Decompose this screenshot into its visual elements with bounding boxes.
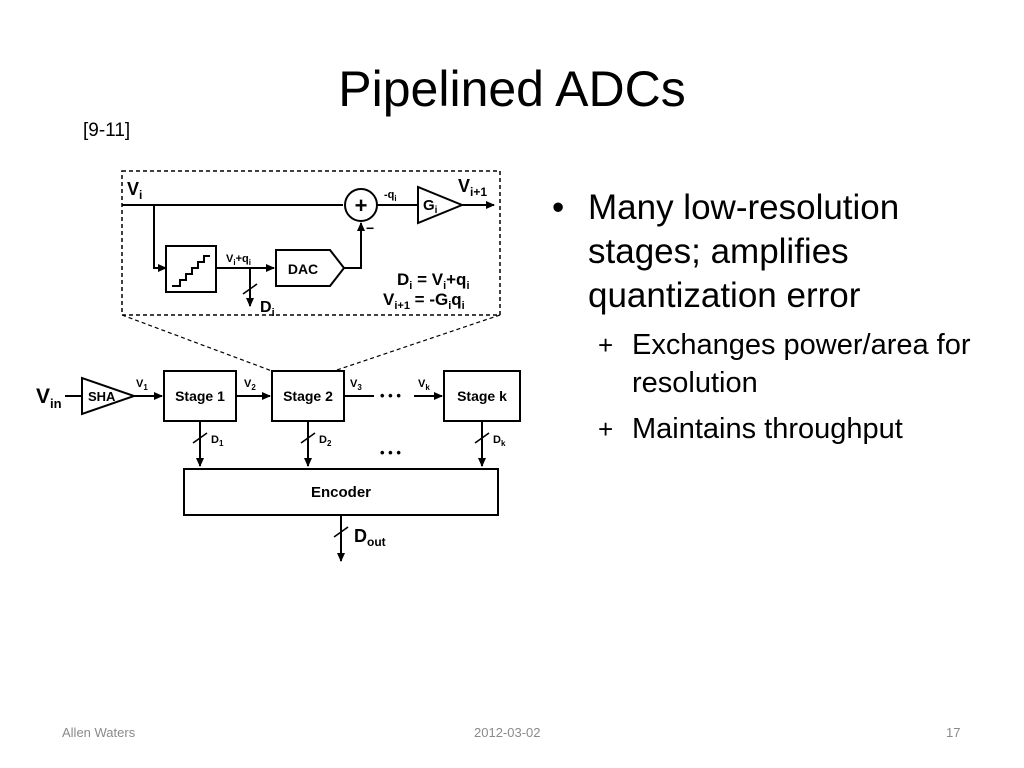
dk-label: Dk [493, 434, 506, 448]
gain-amplifier-triangle [417, 185, 465, 225]
sub-bullet-item: + Exchanges power/area for resolution [598, 326, 992, 402]
detail-di-label: Di [260, 299, 275, 319]
slide-title: Pipelined ADCs [338, 61, 686, 117]
footer-page-number: 17 [946, 725, 961, 740]
vk-label: Vk [418, 378, 430, 392]
pipeline-dots: • • • [380, 388, 401, 403]
plus-marker: + [598, 414, 614, 444]
dout-label: Dout [354, 526, 386, 549]
detail-vi1-label: Vi+1 [458, 176, 487, 199]
dac-block [275, 249, 346, 287]
d1-label: D1 [211, 434, 224, 448]
stage2-block [271, 370, 345, 422]
middle-dots: • • • [380, 445, 401, 460]
v3-label: V3 [350, 378, 362, 392]
minus-qi-label: -qi [384, 189, 397, 203]
sub-bullet-text: Exchanges power/area for resolution [632, 329, 971, 399]
summer-minus: − [366, 220, 374, 236]
gain-label: Gi [423, 197, 438, 216]
di-bus-slash [242, 283, 258, 295]
d2-bus-slash [300, 432, 316, 444]
stagek-label: Stage k [457, 388, 507, 404]
v1-label: V1 [136, 378, 148, 392]
stage2-label: Stage 2 [283, 388, 333, 404]
stage1-label: Stage 1 [175, 388, 225, 404]
footer-author: Allen Waters [62, 725, 136, 740]
sha-label: SHA [88, 389, 116, 404]
equation-vi1: Vi+1 = -Giqi [383, 290, 465, 312]
v2-label: V2 [244, 378, 256, 392]
bullet-text: Many low-resolution stages; amplifies qu… [588, 188, 900, 315]
bullet-list: • Many low-resolution stages; amplifies … [552, 186, 992, 448]
dac-label: DAC [288, 261, 318, 277]
footer-date: 2012-03-02 [474, 725, 541, 740]
zoom-line-right [333, 314, 501, 372]
reference-citation: [9-11] [83, 120, 131, 141]
encoder-label: Encoder [311, 484, 371, 501]
detail-vi-label: Vi [127, 179, 142, 202]
stagek-block [443, 370, 521, 422]
plus-marker: + [598, 330, 614, 360]
sha-amplifier [81, 376, 138, 416]
dout-bus-slash [333, 526, 349, 538]
stage-detail-box [121, 170, 501, 316]
adc-output-label: Vi+qi [226, 253, 251, 267]
zoom-line-left [121, 314, 273, 372]
staircase-icon [172, 255, 210, 287]
d1-bus-slash [192, 432, 208, 444]
equation-di: Di = Vi+qi [397, 270, 470, 292]
bullet-item: • Many low-resolution stages; amplifies … [552, 186, 992, 318]
dac-to-summer [344, 222, 365, 269]
sub-bullet-item: + Maintains throughput [598, 410, 992, 448]
d2-label: D2 [319, 434, 332, 448]
dk-bus-slash [474, 432, 490, 444]
sub-bullet-text: Maintains throughput [632, 413, 903, 445]
bullet-marker: • [552, 188, 565, 227]
detail-branch-line [153, 205, 167, 272]
summer-plus: + [355, 193, 368, 218]
vin-label: Vin [36, 385, 62, 411]
